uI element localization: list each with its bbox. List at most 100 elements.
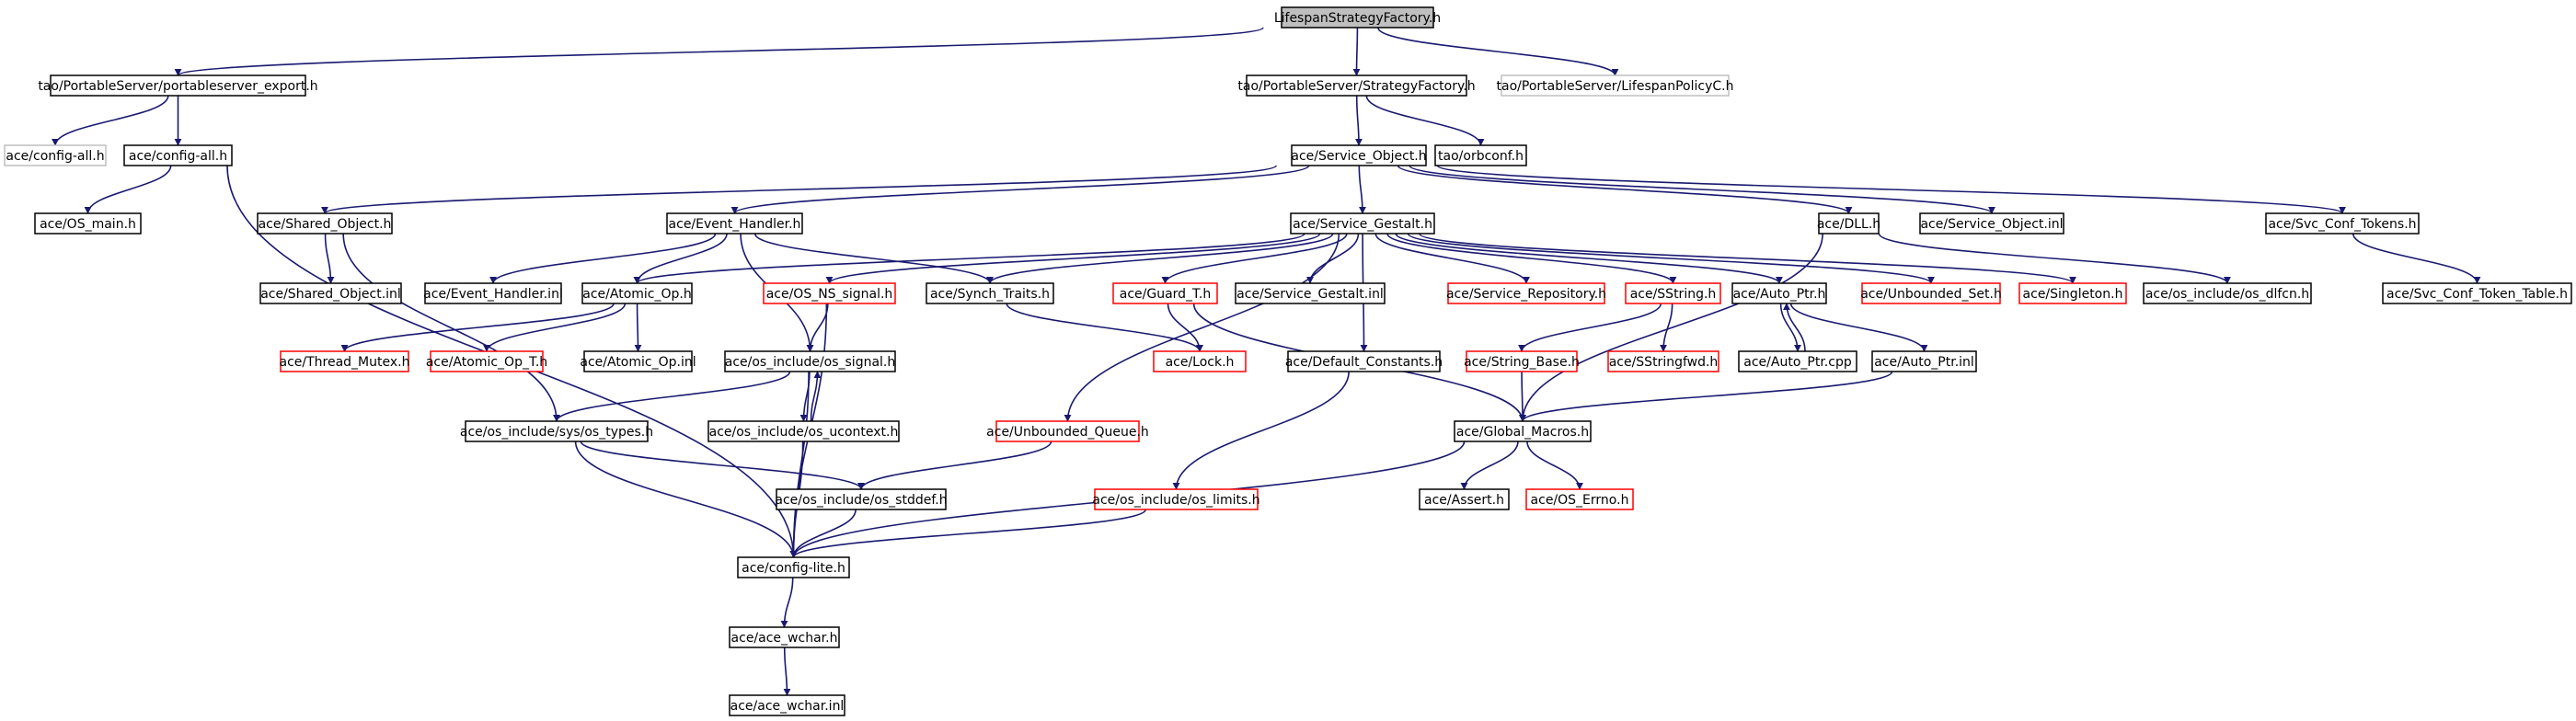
node-svcconftok[interactable]: ace/Svc_Conf_Tokens.h (2265, 212, 2420, 235)
node-singleton[interactable]: ace/Singleton.h (2018, 282, 2127, 304)
node-osdlfcn[interactable]: ace/os_include/os_dlfcn.h (2143, 282, 2312, 304)
edge-unbqueue-to-osstddef (857, 441, 1052, 490)
node-box (424, 282, 562, 304)
node-label: ace/os_include/os_signal.h (725, 355, 896, 370)
node-globalmacros[interactable]: ace/Global_Macros.h (1454, 420, 1592, 442)
edge-autoptr-to-autoptrinl (1789, 303, 1928, 352)
node-label: ace/Service_Gestalt.inl (1236, 287, 1384, 302)
node-label: ace/Synch_Traits.h (930, 287, 1050, 302)
node-svcrepo[interactable]: ace/Service_Repository.h (1446, 282, 1606, 304)
node-lock[interactable]: ace/Lock.h (1153, 350, 1247, 372)
node-acewchar[interactable]: ace/ace_wchar.h (729, 626, 840, 648)
edge-defconst-to-oslimits (1172, 371, 1350, 490)
node-atomicop[interactable]: ace/Atomic_Op.h (581, 282, 693, 304)
node-oserrno[interactable]: ace/OS_Errno.h (1525, 488, 1634, 510)
node-label: ace/DLL.h (1817, 217, 1880, 232)
node-assert[interactable]: ace/Assert.h (1419, 488, 1510, 510)
node-label: ace/OS_NS_signal.h (766, 287, 893, 302)
edges-layer (52, 27, 2481, 696)
node-sharedobj[interactable]: ace/Shared_Object.h (257, 212, 393, 235)
edge-svcgestalt-to-unbqueue (1064, 233, 1340, 422)
node-autoptrinl[interactable]: ace/Auto_Ptr.inl (1871, 350, 1977, 372)
node-label: ace/Event_Handler.inl (423, 287, 563, 302)
node-lpc[interactable]: tao/PortableServer/LifespanPolicyC.h (1497, 74, 1734, 97)
node-unbset[interactable]: ace/Unbounded_Set.h (1860, 282, 2002, 304)
edge-cfgall-to-osmain (84, 165, 172, 214)
node-cfgall_ext[interactable]: ace/config-all.h (4, 144, 107, 166)
node-label: ace/os_include/sys/os_types.h (460, 425, 653, 440)
node-autoptr[interactable]: ace/Auto_Ptr.h (1731, 282, 1827, 304)
node-label: ace/SString.h (1630, 287, 1717, 302)
node-box (4, 144, 107, 166)
node-ossignal[interactable]: ace/os_include/os_signal.h (724, 350, 896, 372)
node-label: ace/ace_wchar.inl (730, 699, 845, 714)
node-evhandler[interactable]: ace/Event_Handler.h (666, 212, 803, 235)
node-root[interactable]: LifespanStrategyFactory.h (1274, 6, 1441, 29)
edge-svcobj-to-sharedobj (321, 165, 1277, 214)
node-box (50, 74, 306, 97)
node-label: ace/Event_Handler.h (669, 217, 801, 232)
node-label: ace/Singleton.h (2023, 287, 2123, 302)
node-label: tao/orbconf.h (1438, 149, 1524, 164)
node-box (707, 420, 900, 442)
node-label: tao/PortableServer/StrategyFactory.h (1237, 79, 1475, 94)
node-svcobj[interactable]: ace/Service_Object.h (1291, 144, 1427, 166)
node-orbconf[interactable]: tao/orbconf.h (1434, 144, 1527, 166)
node-evhandlerinl[interactable]: ace/Event_Handler.inl (423, 282, 563, 304)
node-guardt[interactable]: ace/Guard_T.h (1112, 282, 1218, 304)
edge-svcobj-to-evhandler (730, 165, 1310, 214)
edge-svcgestalt-to-sstring (1386, 233, 1677, 284)
node-box (737, 556, 850, 578)
node-svcobjinl[interactable]: ace/Service_Object.inl (1919, 212, 2064, 235)
node-sharedobjinl[interactable]: ace/Shared_Object.inl (259, 282, 402, 304)
node-svcgestalt[interactable]: ace/Service_Gestalt.h (1290, 212, 1435, 235)
node-label: ace/Service_Gestalt.h (1293, 217, 1432, 232)
node-autoptrcpp[interactable]: ace/Auto_Ptr.cpp (1738, 350, 1857, 372)
edge-evhandler-to-evhandlerinl (489, 233, 717, 284)
edge-globalmacros-to-oserrno (1526, 441, 1583, 490)
edge-svcgestalt-to-unbset (1407, 233, 1935, 284)
node-label: ace/Service_Object.h (1291, 149, 1426, 164)
node-box (1112, 282, 1218, 304)
node-dll[interactable]: ace/DLL.h (1817, 212, 1880, 235)
node-atomicopinl[interactable]: ace/Atomic_Op.inl (580, 350, 696, 372)
node-synchtraits[interactable]: ace/Synch_Traits.h (926, 282, 1054, 304)
node-cfgall[interactable]: ace/config-all.h (123, 144, 233, 166)
node-osstddef[interactable]: ace/os_include/os_stddef.h (775, 488, 948, 510)
node-label: ace/SStringfwd.h (1609, 355, 1719, 370)
node-osnssignal[interactable]: ace/OS_NS_signal.h (763, 282, 896, 304)
node-label: LifespanStrategyFactory.h (1274, 11, 1441, 26)
node-oslimits[interactable]: ace/os_include/os_limits.h (1092, 488, 1260, 510)
node-ostypes[interactable]: ace/os_include/sys/os_types.h (460, 420, 653, 442)
node-acewcharinl[interactable]: ace/ace_wchar.inl (729, 694, 845, 716)
node-box (1871, 350, 1977, 372)
node-sstringfwd[interactable]: ace/SStringfwd.h (1607, 350, 1719, 372)
node-atomicopt[interactable]: ace/Atomic_Op_T.h (426, 350, 547, 372)
node-label: ace/OS_main.h (40, 217, 136, 232)
node-cfglite[interactable]: ace/config-lite.h (737, 556, 850, 578)
node-label: ace/Service_Repository.h (1446, 287, 1606, 302)
node-osmain[interactable]: ace/OS_main.h (34, 212, 142, 235)
node-box (34, 212, 142, 235)
node-label: ace/config-all.h (129, 149, 227, 164)
node-box (1501, 74, 1730, 97)
edge-sstring-to-stringbase (1518, 303, 1662, 352)
node-sstring[interactable]: ace/SString.h (1625, 282, 1721, 304)
node-unbqueue[interactable]: ace/Unbounded_Queue.h (986, 420, 1149, 442)
node-pse[interactable]: tao/PortableServer/portableserver_export… (38, 74, 318, 97)
node-sf[interactable]: tao/PortableServer/StrategyFactory.h (1237, 74, 1476, 97)
node-stringbase[interactable]: ace/String_Base.h (1464, 350, 1580, 372)
node-box (280, 350, 409, 372)
node-svcconftoktab[interactable]: ace/Svc_Conf_Token_Table.h (2382, 282, 2572, 304)
node-threadmutex[interactable]: ace/Thread_Mutex.h (280, 350, 410, 372)
node-svcgestaltinl[interactable]: ace/Service_Gestalt.inl (1235, 282, 1386, 304)
node-defconst[interactable]: ace/Default_Constants.h (1285, 350, 1443, 372)
edge-root-to-sf (1352, 27, 1361, 76)
edge-oslimits-to-cfglite (789, 509, 1147, 558)
node-label: ace/Atomic_Op_T.h (426, 355, 547, 370)
edge-svcgestalt-to-svcrepo (1374, 233, 1530, 284)
node-label: ace/Unbounded_Queue.h (986, 425, 1149, 440)
node-osucontext[interactable]: ace/os_include/os_ucontext.h (707, 420, 900, 442)
edge-root-to-lpc (1377, 27, 1619, 76)
